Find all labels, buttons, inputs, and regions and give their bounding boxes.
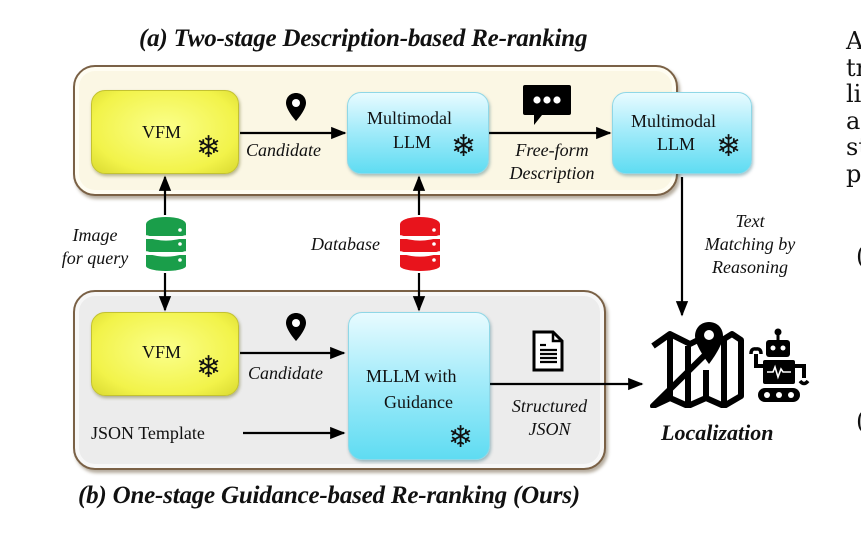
structured-line: Structured	[511, 396, 588, 416]
snowflake-icon: ❄	[451, 130, 477, 163]
map-pin-icon	[650, 322, 744, 408]
vfm-label: VFM	[142, 122, 182, 142]
structured-json-label: Structured JSON	[497, 395, 602, 441]
panel-one-stage	[73, 290, 606, 470]
database-label: Database	[311, 234, 380, 254]
side-paren-1: (	[856, 243, 861, 270]
json-line: JSON	[528, 419, 571, 439]
side-line: tr	[846, 53, 861, 82]
description-line: Description	[509, 163, 595, 183]
snowflake-icon: ❄	[196, 351, 222, 384]
side-line: a	[846, 106, 861, 135]
mllm1-label-line1: Multimodal	[367, 108, 452, 128]
speech-bubble-icon	[523, 85, 571, 125]
mllm2-label-line1: Multimodal	[631, 111, 716, 131]
mllm-guidance-line2: Guidance	[384, 392, 453, 412]
image-label-line2: for query	[61, 248, 129, 268]
text-matching-line3: Reasoning	[712, 257, 788, 277]
free-form-description-label: Free-form Description	[496, 139, 608, 185]
mllm1-box: Multimodal LLM ❄	[347, 92, 489, 174]
text-matching-line2: Matching by	[704, 234, 796, 254]
location-pin-icon	[286, 313, 306, 341]
panel-b-title: (b) One-stage Guidance-based Re-ranking …	[78, 482, 580, 509]
text-matching-line1: Text	[735, 211, 765, 231]
image-label-line1: Image	[72, 225, 118, 245]
location-pin-icon	[286, 93, 306, 121]
localization-label: Localization	[661, 420, 774, 445]
document-icon	[532, 330, 564, 372]
text-matching-label: Text Matching by Reasoning	[685, 210, 815, 279]
query-database-icon	[145, 217, 187, 271]
mllm-guidance-box: MLLM with Guidance ❄	[348, 312, 490, 460]
free-form-line: Free-form	[515, 140, 589, 160]
side-line: st	[846, 133, 861, 161]
side-line: li	[846, 80, 861, 108]
robot-icon	[749, 328, 810, 402]
mllm1-label-line2: LLM	[393, 132, 431, 152]
candidate-label-a: Candidate	[246, 140, 321, 160]
vfm-box-b: VFM ❄	[91, 312, 239, 396]
mllm-guidance-line1: MLLM with	[366, 366, 457, 386]
json-template-label: JSON Template	[91, 423, 205, 443]
vfm-box-a: VFM ❄	[91, 90, 239, 174]
mllm2-box: Multimodal LLM ❄	[612, 92, 752, 174]
side-line: p	[846, 159, 861, 188]
candidate-label-b: Candidate	[248, 363, 323, 383]
database-icon	[399, 217, 441, 271]
side-text: A tr li a st p	[846, 28, 861, 187]
vfm-label: VFM	[142, 342, 182, 362]
mllm2-label-line2: LLM	[657, 134, 695, 154]
panel-a-title: (a) Two-stage Description-based Re-ranki…	[139, 25, 588, 52]
side-paren-2: (	[856, 408, 861, 435]
side-line: A	[846, 27, 861, 55]
image-for-query-label: Image for query	[50, 224, 140, 270]
snowflake-icon: ❄	[196, 131, 222, 164]
snowflake-icon: ❄	[448, 421, 474, 454]
snowflake-icon: ❄	[716, 130, 742, 163]
